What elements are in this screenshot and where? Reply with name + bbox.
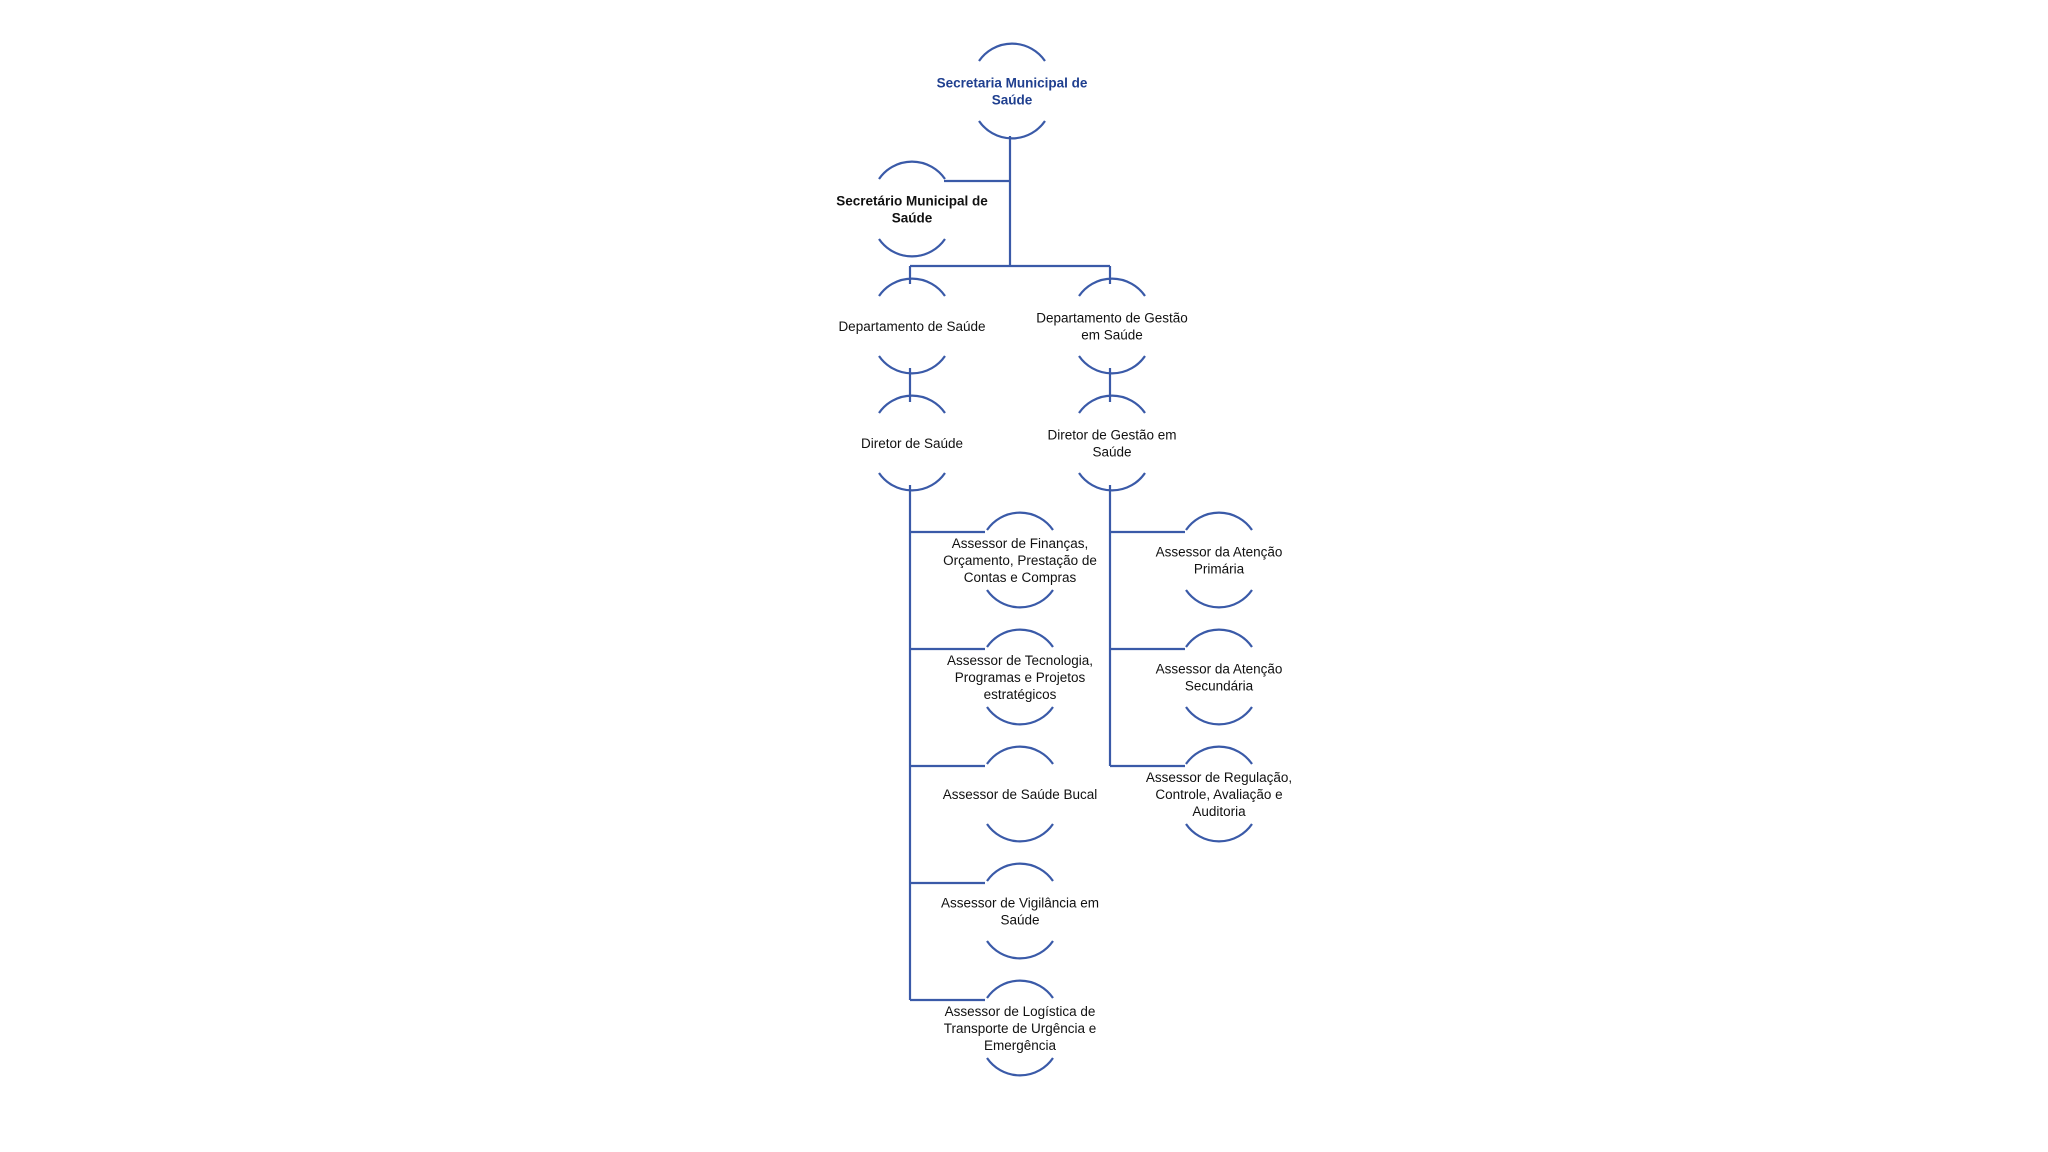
node-label-line: Diretor de Saúde: [861, 436, 963, 451]
node-label-line: Saúde: [1000, 913, 1039, 928]
node-bottom-arc: [878, 355, 946, 375]
node-label-line: Assessor da Atenção: [1156, 662, 1283, 677]
node-label-line: Primária: [1194, 562, 1245, 577]
node-bottom-arc: [986, 706, 1054, 726]
node-top-arc: [978, 42, 1046, 62]
node-bottom-arc: [1078, 472, 1146, 492]
node-label-line: Saúde: [892, 211, 933, 226]
node-ass-financas: Assessor de Finanças, Orçamento, Prestaçã…: [943, 511, 1097, 609]
node-label-line: Assessor de Regulação,: [1146, 770, 1292, 785]
node-label-line: Programas e Projetos: [955, 670, 1086, 685]
node-top-arc: [986, 511, 1054, 531]
node-root: Secretaria Municipal de Saúde: [937, 42, 1088, 140]
node-top-arc: [878, 394, 946, 414]
node-dep-saude: Departamento de Saúde: [838, 277, 986, 375]
node-bottom-arc: [1078, 355, 1146, 375]
node-dir-gestao: Diretor de Gestão em Saúde: [1047, 394, 1177, 492]
node-bottom-arc: [878, 472, 946, 492]
node-label-line: Assessor de Finanças,: [952, 536, 1089, 551]
node-bottom-arc: [986, 940, 1054, 960]
node-top-arc: [1185, 745, 1253, 765]
node-top-arc: [986, 979, 1054, 999]
node-bottom-arc: [986, 823, 1054, 843]
node-dir-saude: Diretor de Saúde: [861, 394, 963, 492]
node-label-line: Auditoria: [1192, 804, 1246, 819]
node-label-line: Saúde: [992, 93, 1033, 108]
node-label-line: Assessor de Saúde Bucal: [943, 787, 1098, 802]
node-label-line: Contas e Compras: [964, 570, 1077, 585]
node-label-line: Saúde: [1092, 445, 1131, 460]
node-label-line: Assessor de Tecnologia,: [947, 653, 1093, 668]
node-label-line: Departamento de Saúde: [838, 319, 985, 334]
node-top-arc: [986, 745, 1054, 765]
node-bottom-arc: [1185, 706, 1253, 726]
node-label-line: Assessor de Logística de: [945, 1004, 1096, 1019]
node-label-line: Orçamento, Prestação de: [943, 553, 1097, 568]
node-label-line: Assessor de Vigilância em: [941, 896, 1099, 911]
node-top-arc: [1078, 394, 1146, 414]
node-dep-gestao: Departamento de Gestão em Saúde: [1036, 277, 1188, 375]
node-bottom-arc: [878, 238, 946, 258]
node-label-line: em Saúde: [1081, 328, 1143, 343]
node-ass-regulacao: Assessor de Regulação, Controle, Avaliaçã…: [1146, 745, 1292, 843]
node-top-arc: [1185, 511, 1253, 531]
node-bottom-arc: [986, 589, 1054, 609]
node-label-line: Diretor de Gestão em: [1047, 428, 1176, 443]
node-top-arc: [986, 862, 1054, 882]
node-label-line: Emergência: [984, 1038, 1057, 1053]
node-label-line: Secundária: [1185, 679, 1254, 694]
node-label-line: Secretário Municipal de: [836, 194, 988, 209]
node-ass-bucal: Assessor de Saúde Bucal: [943, 745, 1098, 843]
node-top-arc: [1078, 277, 1146, 297]
node-secretario: Secretário Municipal de Saúde: [836, 160, 988, 258]
node-top-arc: [986, 628, 1054, 648]
node-label-line: Controle, Avaliação e: [1155, 787, 1282, 802]
node-label-line: estratégicos: [984, 687, 1057, 702]
node-bottom-arc: [986, 1057, 1054, 1077]
node-ass-logistica: Assessor de Logística de Transporte de Ur…: [944, 979, 1097, 1077]
node-ass-vigilancia: Assessor de Vigilância em Saúde: [941, 862, 1099, 960]
node-label-line: Assessor da Atenção: [1156, 545, 1283, 560]
node-top-arc: [1185, 628, 1253, 648]
node-ass-tecnologia: Assessor de Tecnologia, Programas e Proje…: [947, 628, 1093, 726]
node-top-arc: [878, 277, 946, 297]
node-label-line: Transporte de Urgência e: [944, 1021, 1097, 1036]
node-label-line: Secretaria Municipal de: [937, 76, 1088, 91]
node-bottom-arc: [978, 120, 1046, 140]
node-bottom-arc: [1185, 823, 1253, 843]
node-top-arc: [878, 160, 946, 180]
node-label-line: Departamento de Gestão: [1036, 311, 1188, 326]
node-bottom-arc: [1185, 589, 1253, 609]
connectors: [908, 136, 1185, 1002]
